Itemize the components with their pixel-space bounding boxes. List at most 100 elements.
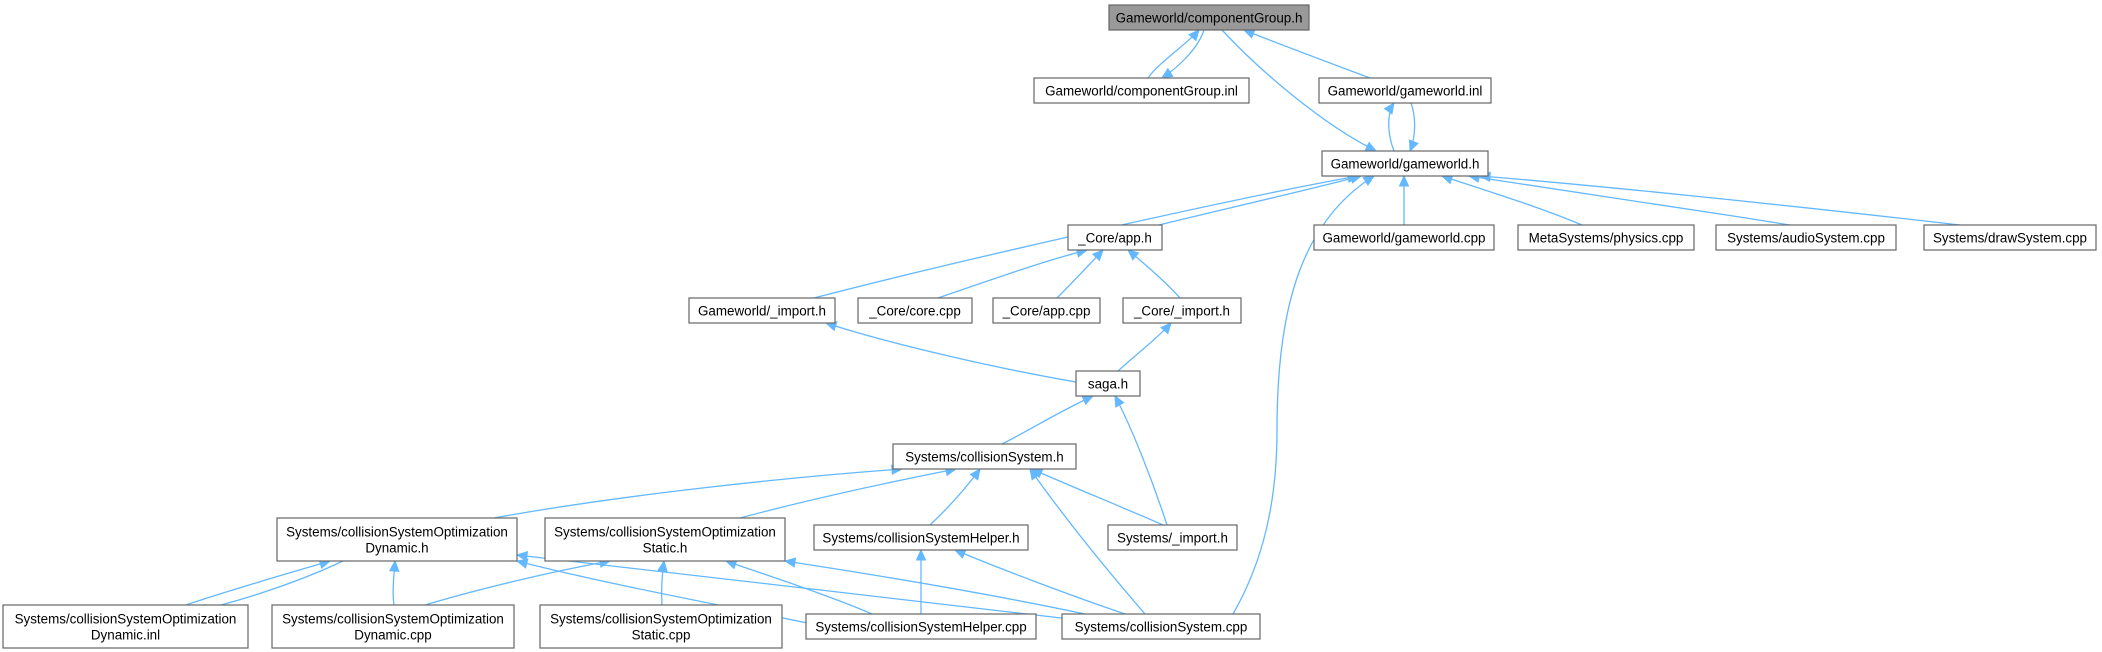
edge-line	[1479, 175, 1961, 226]
node-label: Systems/_import.h	[1117, 531, 1228, 546]
edge-line	[1243, 29, 1371, 79]
node-physics-cpp[interactable]: MetaSystems/physics.cpp	[1517, 224, 1695, 251]
node-label: Systems/collisionSystemOptimization	[15, 612, 237, 627]
edge-line	[937, 249, 1088, 299]
node-core-import-h[interactable]: _Core/_import.h	[1122, 297, 1242, 324]
edge-csoDynamic_h-to-collisionSystem_h	[493, 464, 904, 519]
node-sys-import-h[interactable]: Systems/_import.h	[1107, 524, 1238, 551]
edge-collisionSystem_h-to-saga_h	[1001, 395, 1095, 445]
arrowhead	[953, 549, 967, 559]
node-gameworld-h[interactable]: Gameworld/gameworld.h	[1321, 150, 1489, 177]
node-label: _Core/app.h	[1077, 231, 1152, 246]
node-box	[1318, 77, 1492, 104]
node-componentGroup-inl[interactable]: Gameworld/componentGroup.inl	[1033, 77, 1250, 104]
node-csoDynamic-inl[interactable]: Systems/collisionSystemOptimizationDynam…	[2, 604, 249, 649]
node-audioSystem-cpp[interactable]: Systems/audioSystem.cpp	[1715, 224, 1897, 251]
edge-line	[1127, 249, 1181, 299]
node-label: Gameworld/componentGroup.h	[1116, 11, 1303, 26]
node-box	[688, 297, 836, 324]
node-box	[544, 517, 786, 562]
node-gameworld-cpp[interactable]: Gameworld/gameworld.cpp	[1313, 224, 1495, 251]
node-drawSystem-cpp[interactable]: Systems/drawSystem.cpp	[1923, 224, 2097, 251]
node-box	[271, 604, 515, 649]
node-box	[1061, 613, 1261, 640]
node-box	[276, 517, 518, 562]
arrowhead	[915, 548, 927, 561]
node-csoDynamic-cpp[interactable]: Systems/collisionSystemOptimizationDynam…	[271, 604, 515, 649]
node-box	[1033, 77, 1250, 104]
node-label: Dynamic.h	[365, 541, 428, 556]
node-label: Systems/collisionSystemOptimization	[286, 525, 508, 540]
node-csHelper-h[interactable]: Systems/collisionSystemHelper.h	[813, 524, 1029, 551]
edge-gameworld_inl-to-gameworld_h	[1409, 102, 1419, 153]
arrowhead	[783, 557, 797, 568]
node-saga-h[interactable]: saga.h	[1075, 370, 1141, 397]
edge-saga_h-to-core_import_h	[1117, 322, 1172, 372]
node-label: _Core/app.cpp	[1002, 304, 1091, 319]
node-csoDynamic-h[interactable]: Systems/collisionSystemOptimizationDynam…	[276, 517, 518, 562]
node-csoStatic-h[interactable]: Systems/collisionSystemOptimizationStati…	[544, 517, 786, 562]
edge-componentGroup_inl-to-componentGroup_h	[1147, 29, 1200, 79]
node-gameworld-inl[interactable]: Gameworld/gameworld.inl	[1318, 77, 1492, 104]
node-label: Systems/collisionSystem.h	[905, 450, 1064, 465]
node-box	[992, 297, 1101, 324]
node-label: Gameworld/gameworld.cpp	[1323, 231, 1486, 246]
node-app-cpp[interactable]: _Core/app.cpp	[992, 297, 1101, 324]
node-label: Gameworld/gameworld.h	[1331, 157, 1480, 172]
node-label: Systems/drawSystem.cpp	[1933, 231, 2087, 246]
arrowhead	[1398, 174, 1410, 187]
node-label: Systems/audioSystem.cpp	[1727, 231, 1885, 246]
edge-csoStatic_cpp-to-csoStatic_h	[657, 559, 668, 606]
edge-collisionSystem_cpp-to-csoStatic_h	[783, 557, 1086, 615]
arrowhead	[515, 550, 529, 562]
edge-physics_cpp-to-gameworld_h	[1440, 174, 1583, 226]
node-label: Static.cpp	[632, 628, 691, 643]
node-csoStatic-cpp[interactable]: Systems/collisionSystemOptimizationStati…	[539, 604, 783, 649]
node-box	[1108, 4, 1310, 31]
edge-collisionSystem_cpp-to-collisionSystem_h	[1029, 468, 1146, 615]
node-label: MetaSystems/physics.cpp	[1529, 231, 1684, 246]
arrowhead	[1114, 394, 1125, 408]
edge-line	[1029, 468, 1146, 615]
edge-line	[954, 549, 1126, 615]
node-app-h[interactable]: _Core/app.h	[1067, 224, 1163, 251]
edge-app_h-to-gameworld_h	[1158, 173, 1363, 226]
node-label: Gameworld/_import.h	[698, 304, 826, 319]
node-core-cpp[interactable]: _Core/core.cpp	[857, 297, 973, 324]
arrowhead	[1383, 102, 1395, 115]
node-label: _Core/_import.h	[1133, 304, 1230, 319]
edge-line	[493, 468, 903, 519]
node-box	[1321, 150, 1489, 177]
node-collisionSystem-h[interactable]: Systems/collisionSystem.h	[892, 443, 1077, 470]
arrowhead	[1160, 322, 1172, 335]
node-label: Dynamic.inl	[91, 628, 160, 643]
arrowhead	[515, 558, 529, 569]
edge-app_cpp-to-app_h	[1056, 249, 1104, 299]
arrowhead	[1081, 395, 1095, 406]
edge-csoDynamic_inl-to-csoDynamic_h	[185, 558, 332, 606]
node-label: Gameworld/componentGroup.inl	[1045, 84, 1238, 99]
node-csHelper-cpp[interactable]: Systems/collisionSystemHelper.cpp	[805, 613, 1037, 640]
edge-sys_import_h-to-collisionSystem_h	[1030, 468, 1164, 526]
edge-csoStatic_h-to-collisionSystem_h	[739, 465, 958, 519]
edge-line	[185, 560, 331, 606]
arrowhead	[1188, 29, 1200, 42]
node-box	[2, 604, 249, 649]
node-gw-import-h[interactable]: Gameworld/_import.h	[688, 297, 836, 324]
node-label: Systems/collisionSystemOptimization	[554, 525, 776, 540]
node-box	[1067, 224, 1163, 251]
node-componentGroup-h[interactable]: Gameworld/componentGroup.h	[1108, 4, 1310, 31]
arrowhead	[1127, 249, 1140, 261]
edge-line	[1221, 29, 1377, 152]
arrowhead	[1029, 468, 1041, 481]
arrowhead	[1409, 139, 1419, 153]
node-collisionSystem-cpp[interactable]: Systems/collisionSystem.cpp	[1061, 613, 1261, 640]
node-box	[892, 443, 1077, 470]
arrowhead	[657, 559, 668, 573]
node-label: Dynamic.cpp	[354, 628, 431, 643]
edge-drawSystem_cpp-to-gameworld_h	[1478, 171, 1961, 226]
node-box	[539, 604, 783, 649]
nodes-layer: Gameworld/componentGroup.hGameworld/comp…	[2, 4, 2097, 649]
edge-line	[1441, 175, 1583, 226]
